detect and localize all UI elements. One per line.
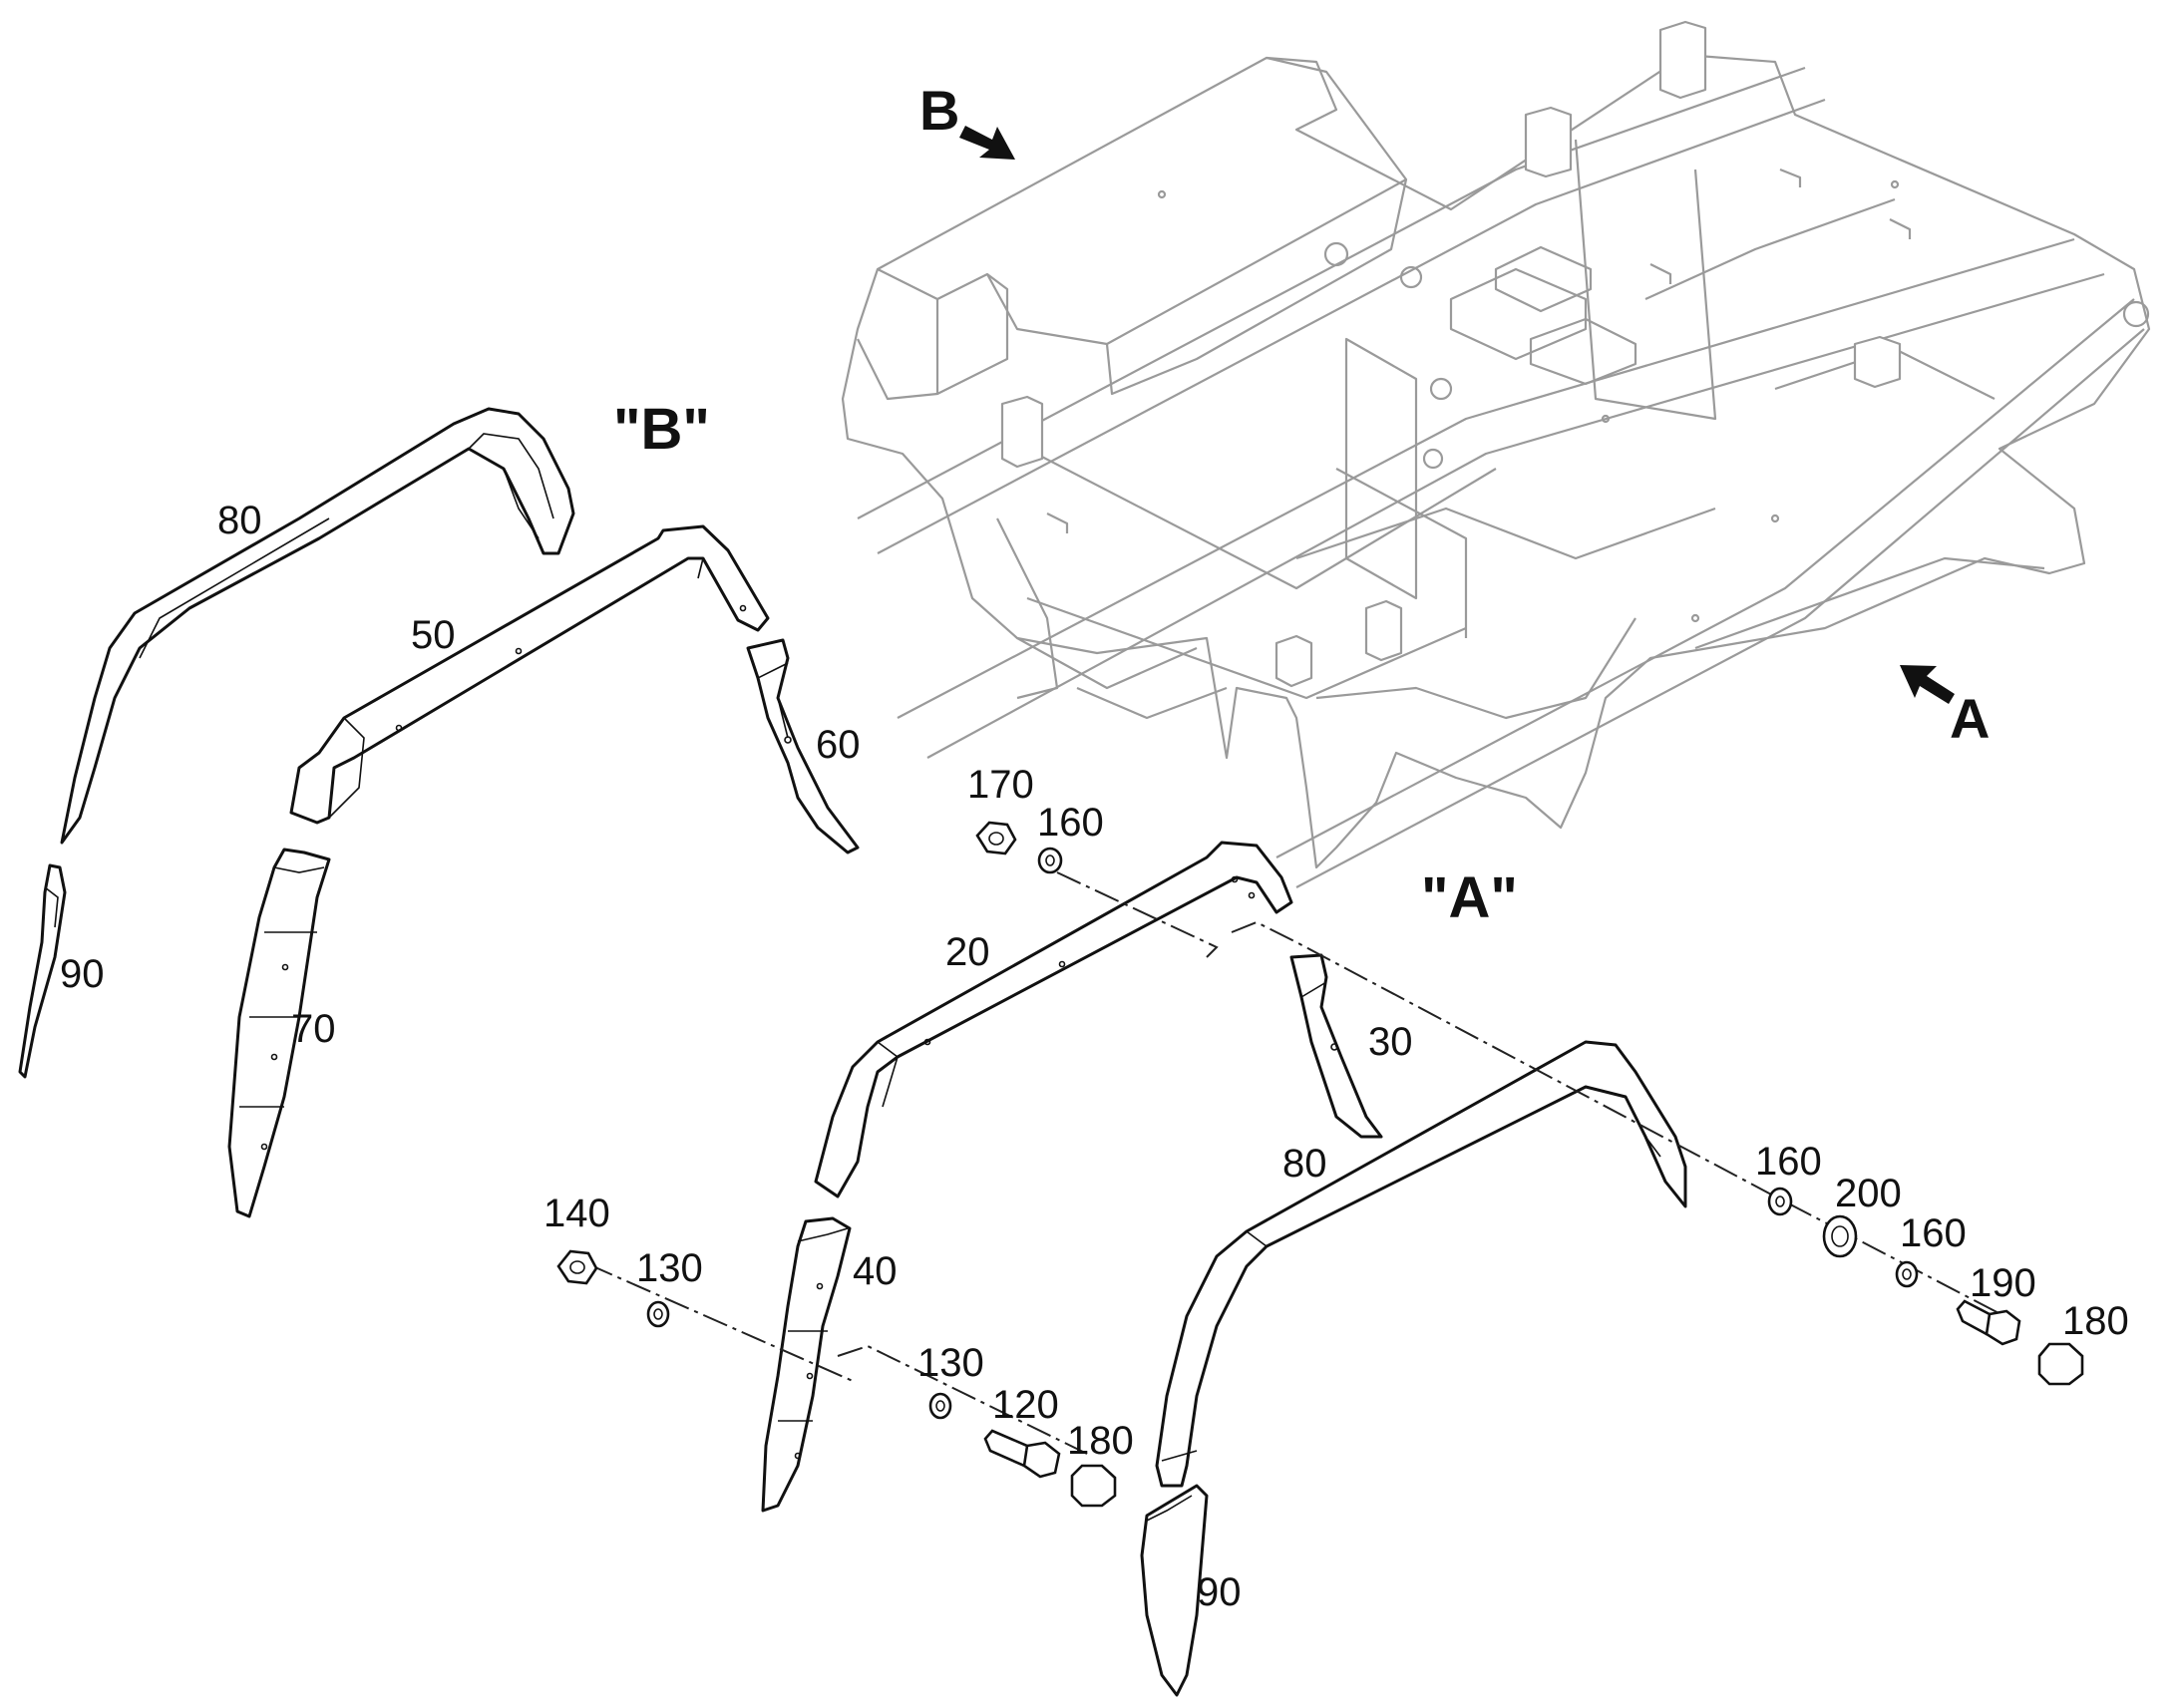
part-170-nut <box>975 821 1017 855</box>
callout-20: 20 <box>945 930 990 974</box>
callout-80-upper: 80 <box>217 499 262 542</box>
part-60-bracket <box>746 638 860 854</box>
callout-labels: 80 50 60 90 70 170 160 20 30 80 160 200 … <box>60 499 2129 1614</box>
callout-80-lower: 80 <box>1282 1142 1327 1186</box>
part-160-upper-washer <box>1037 847 1063 874</box>
part-20-arch <box>814 841 1293 1198</box>
part-90-lower-flap <box>1140 1484 1209 1697</box>
callout-140: 140 <box>544 1192 610 1235</box>
part-30-bracket <box>1289 953 1383 1139</box>
callout-200: 200 <box>1835 1172 1902 1215</box>
callout-40: 40 <box>853 1249 898 1293</box>
callout-160-far: 160 <box>1900 1211 1967 1255</box>
part-180-right-cap <box>2037 1342 2084 1386</box>
part-160-far-washer <box>1895 1260 1919 1288</box>
assembly-axis-lines <box>587 871 2005 1455</box>
arrow-b-icon <box>959 126 1015 160</box>
callout-50: 50 <box>411 613 456 657</box>
callout-160-right: 160 <box>1755 1140 1822 1184</box>
part-130-left-washer <box>646 1300 670 1328</box>
callout-90-lower: 90 <box>1197 1570 1242 1614</box>
view-b-label: "B" <box>613 397 710 462</box>
view-a-label: "A" <box>1421 865 1518 930</box>
callout-90-upper: 90 <box>60 952 105 996</box>
callout-160-upper: 160 <box>1037 801 1104 845</box>
part-50-arch <box>289 524 770 825</box>
callout-130-mid: 130 <box>917 1341 984 1385</box>
callout-180-right: 180 <box>2062 1299 2129 1343</box>
part-70-upright <box>227 848 331 1218</box>
part-190-bolt <box>1956 1299 2021 1346</box>
part-40-upright <box>761 1216 852 1513</box>
part-80-upper-fender <box>60 407 575 845</box>
part-120-bolt <box>983 1429 1061 1479</box>
callout-180-mid: 180 <box>1067 1419 1134 1463</box>
arrow-a-icon <box>1900 665 1955 704</box>
part-180-mid-cap <box>1070 1464 1117 1508</box>
part-90-upper-flap <box>18 863 67 1079</box>
arrow-label-b: B <box>919 79 959 142</box>
callout-130-left: 130 <box>636 1246 703 1290</box>
view-direction-a: A <box>1900 665 1990 750</box>
callout-170: 170 <box>967 763 1034 807</box>
callout-120: 120 <box>992 1383 1059 1427</box>
part-80-lower-fender <box>1155 1040 1687 1488</box>
part-130-mid-washer <box>928 1392 952 1420</box>
part-140-nut <box>556 1249 598 1285</box>
callout-30: 30 <box>1368 1020 1413 1064</box>
chassis-frame <box>841 20 2151 888</box>
callout-70: 70 <box>291 1007 336 1051</box>
arrow-label-a: A <box>1950 687 1990 750</box>
part-160-right-washer <box>1767 1187 1793 1216</box>
view-direction-b: B <box>919 79 1015 160</box>
part-200-spacer <box>1822 1214 1858 1258</box>
callout-60: 60 <box>816 723 861 767</box>
callout-190: 190 <box>1970 1261 2036 1305</box>
